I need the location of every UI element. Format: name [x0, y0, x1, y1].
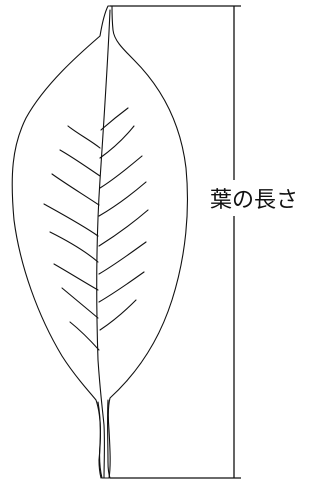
leaf-vein [98, 271, 145, 303]
leaf-veins [43, 107, 149, 351]
leaf-vein [99, 125, 135, 159]
leaf-vein [61, 287, 99, 319]
leaf-vein [67, 125, 101, 149]
leaf-vein [53, 263, 99, 291]
leaf-vein [100, 107, 129, 131]
leaf-vein [59, 149, 101, 177]
leaf-vein [43, 203, 99, 237]
leaf-vein [98, 209, 149, 247]
leaf-vein [98, 241, 147, 275]
leaf-midrib [96, 9, 111, 479]
length-label: 葉の長さ [208, 180, 321, 216]
leaf-vein [49, 231, 99, 263]
petiole-line [107, 399, 111, 479]
leaf-vein [69, 321, 100, 351]
petiole-line [97, 401, 102, 479]
leaf-vein [51, 173, 100, 206]
leaf-petiole [97, 399, 111, 479]
leaf-vein [99, 155, 143, 189]
leaf-outline [11, 5, 189, 479]
label-background [208, 180, 321, 216]
leaf-vein [99, 299, 137, 331]
leaf-length-label: 葉の長さ [210, 188, 298, 213]
leaf-vein [98, 181, 147, 217]
length-bracket [110, 5, 241, 479]
leaf-drawing [11, 5, 189, 479]
